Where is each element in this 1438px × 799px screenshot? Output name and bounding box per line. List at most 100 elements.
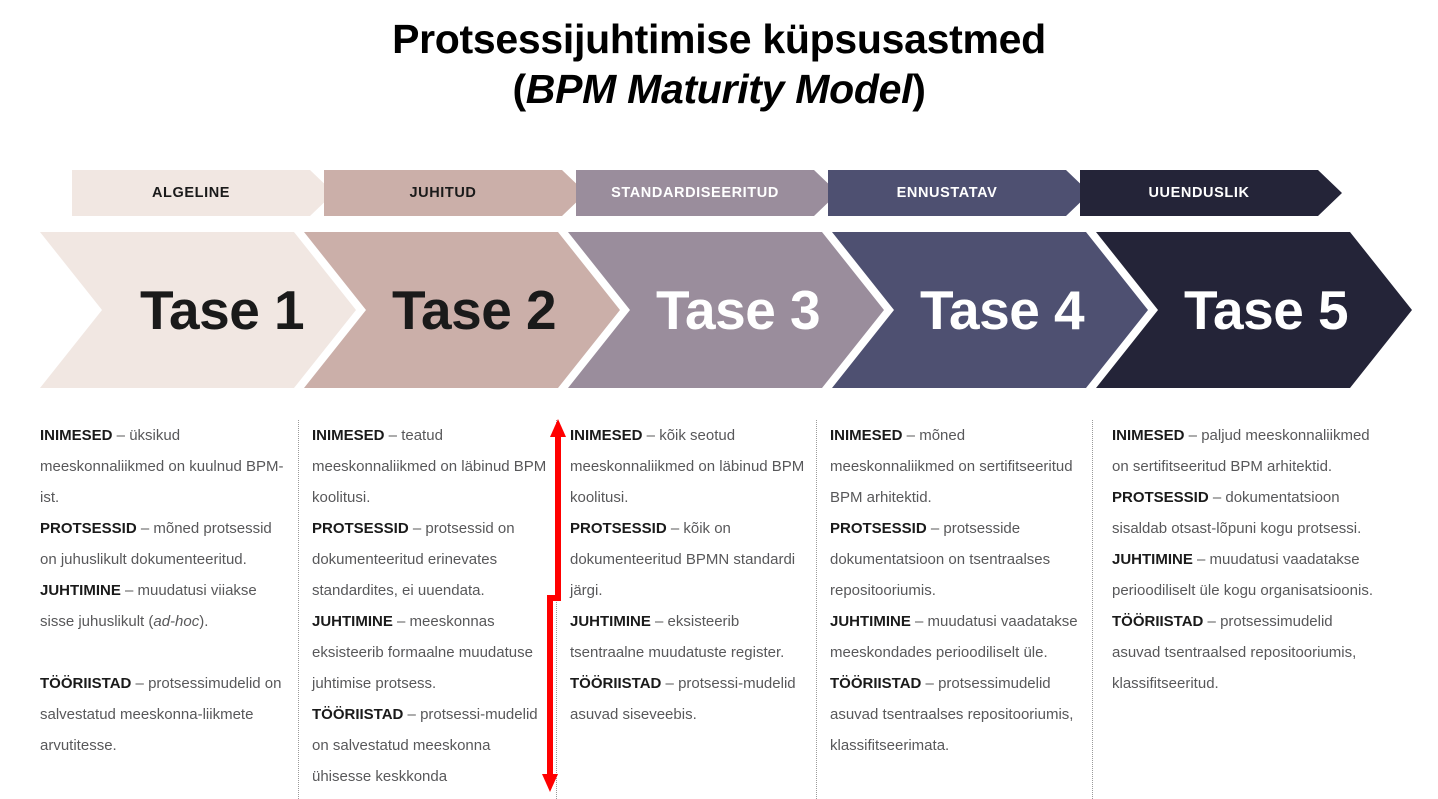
detail-dash: –	[661, 675, 679, 692]
detail-entry: INIMESED – üksikud meeskonnaliikmed on k…	[40, 420, 292, 513]
detail-term: INIMESED	[570, 427, 643, 444]
stage-detail-column-4: INIMESED – mõned meeskonnaliikmed on ser…	[830, 420, 1088, 761]
title-line-2: (BPM Maturity Model)	[0, 64, 1438, 114]
detail-text: protsesside dokumentatsioon on tsentraal…	[830, 520, 1051, 599]
detail-dash: –	[120, 582, 138, 599]
detail-term: PROTSESSID	[570, 520, 667, 537]
detail-dash: –	[384, 427, 402, 444]
detail-dash: –	[131, 675, 149, 692]
detail-dash: –	[112, 427, 130, 444]
detail-entry: PROTSESSID – mõned protsessid on juhusli…	[40, 513, 292, 575]
detail-term: JUHTIMINE	[312, 613, 393, 630]
stage-detail-column-3: INIMESED – kõik seotud meeskonnaliikmed …	[570, 420, 810, 730]
detail-dash: –	[408, 520, 426, 537]
maturity-level-label: Tase 1	[140, 278, 305, 341]
detail-term: TÖÖRIISTAD	[1112, 613, 1204, 630]
detail-text: kõik seotud meeskonnaliikmed on läbinud …	[570, 427, 805, 506]
stage-banner-label: ALGELINE	[151, 185, 231, 201]
detail-text: kõik on dokumenteeritud BPMN standardi j…	[570, 520, 796, 599]
detail-entry: INIMESED – teatud meeskonnaliikmed on lä…	[312, 420, 552, 513]
detail-term: PROTSESSID	[1112, 489, 1209, 506]
detail-dash: –	[136, 520, 154, 537]
column-divider-1	[298, 420, 299, 799]
detail-entry: JUHTIMINE – meeskonnas eksisteerib forma…	[312, 606, 552, 699]
detail-entry: PROTSESSID – protsessid on dokumenteerit…	[312, 513, 552, 606]
column-divider-3	[816, 420, 817, 799]
maturity-level-chevron-5[interactable]: Tase 5	[1096, 232, 1412, 388]
detail-term: TÖÖRIISTAD	[40, 675, 132, 692]
detail-entry: JUHTIMINE – muudatusi viiakse sisse juhu…	[40, 575, 292, 637]
stage-banner-label: STANDARDISEERITUD	[611, 185, 779, 201]
detail-text: üksikud meeskonnaliikmed on kuulnud BPM-…	[40, 427, 284, 506]
detail-text: protsessimudelid on salvestatud meeskonn…	[40, 675, 282, 754]
detail-dash: –	[642, 427, 660, 444]
detail-entry: JUHTIMINE – eksisteerib tsentraalne muud…	[570, 606, 810, 668]
maturity-level-label: Tase 3	[656, 278, 821, 341]
maturity-level-label: Tase 2	[392, 278, 557, 341]
detail-term: JUHTIMINE	[570, 613, 651, 630]
detail-dash: –	[1203, 613, 1221, 630]
stage-detail-column-1: INIMESED – üksikud meeskonnaliikmed on k…	[40, 420, 292, 761]
detail-text: dokumentatsioon sisaldab otsast-lõpuni k…	[1112, 489, 1362, 537]
column-divider-2	[556, 420, 557, 799]
detail-text: protsessi-mudelid asuvad siseveebis.	[570, 675, 796, 723]
detail-entry: JUHTIMINE – muudatusi vaadatakse meeskon…	[830, 606, 1088, 668]
detail-dash: –	[1184, 427, 1202, 444]
detail-term: TÖÖRIISTAD	[830, 675, 922, 692]
stage-detail-column-2: INIMESED – teatud meeskonnaliikmed on lä…	[312, 420, 552, 792]
detail-emphasis: ad-hoc	[153, 613, 200, 630]
detail-text: protsessi-mudelid on salvestatud meeskon…	[312, 706, 538, 785]
detail-dash: –	[392, 613, 410, 630]
detail-term: PROTSESSID	[40, 520, 137, 537]
detail-text: paljud meeskonnaliikmed on sertifitseeri…	[1112, 427, 1370, 475]
detail-dash: –	[666, 520, 684, 537]
detail-text: mõned protsessid on juhuslikult dokument…	[40, 520, 272, 568]
detail-dash: –	[926, 520, 944, 537]
stage-banner-1[interactable]: ALGELINE	[72, 170, 334, 216]
stage-banner-5[interactable]: UUENDUSLIK	[1080, 170, 1342, 216]
detail-entry: INIMESED – kõik seotud meeskonnaliikmed …	[570, 420, 810, 513]
column-divider-4	[1092, 420, 1093, 799]
detail-dash: –	[902, 427, 920, 444]
title-line-1: Protsessijuhtimise küpsusastmed	[392, 16, 1046, 62]
detail-term: TÖÖRIISTAD	[570, 675, 662, 692]
detail-term: JUHTIMINE	[40, 582, 121, 599]
detail-dash: –	[921, 675, 939, 692]
detail-entry: PROTSESSID – kõik on dokumenteeritud BPM…	[570, 513, 810, 606]
stage-banner-label: ENNUSTATAV	[896, 185, 998, 201]
detail-dash: –	[1208, 489, 1226, 506]
stage-banner-row: ALGELINE JUHITUD STANDARDISEERITUD ENNUSTAT…	[72, 170, 1332, 216]
detail-text: muudatusi vaadatakse meeskondades perioo…	[830, 613, 1078, 661]
detail-text-after: ).	[199, 613, 209, 630]
title-emphasis: BPM Maturity Model	[525, 66, 913, 112]
title-paren-close: )	[912, 66, 926, 112]
stage-banner-4[interactable]: ENNUSTATAV	[828, 170, 1090, 216]
detail-term: JUHTIMINE	[1112, 551, 1193, 568]
detail-text: mõned meeskonnaliikmed on sertifitseerit…	[830, 427, 1073, 506]
maturity-level-label: Tase 5	[1184, 278, 1349, 341]
detail-text: meeskonnas eksisteerib formaalne muudatu…	[312, 613, 533, 692]
maturity-level-chevron-1[interactable]: Tase 1	[40, 232, 356, 388]
detail-dash: –	[910, 613, 928, 630]
detail-entry: TÖÖRIISTAD – protsessimudelid asuvad tse…	[1112, 606, 1380, 699]
detail-entry: TÖÖRIISTAD – protsessi-mudelid asuvad si…	[570, 668, 810, 730]
detail-text: muudatusi viiakse sisse juhuslikult (	[40, 582, 257, 630]
stage-banner-label: UUENDUSLIK	[1148, 185, 1250, 201]
detail-term: INIMESED	[1112, 427, 1185, 444]
detail-term: INIMESED	[312, 427, 385, 444]
detail-term: INIMESED	[40, 427, 113, 444]
stage-banner-2[interactable]: JUHITUD	[324, 170, 586, 216]
detail-text: muudatusi vaadatakse perioodiliselt üle …	[1112, 551, 1373, 599]
stage-banner-label: JUHITUD	[409, 185, 477, 201]
detail-entry: INIMESED – paljud meeskonnaliikmed on se…	[1112, 420, 1380, 482]
stage-banner-3[interactable]: STANDARDISEERITUD	[576, 170, 838, 216]
detail-entry: INIMESED – mõned meeskonnaliikmed on ser…	[830, 420, 1088, 513]
detail-entry: TÖÖRIISTAD – protsessi-mudelid on salves…	[312, 699, 552, 792]
detail-term: JUHTIMINE	[830, 613, 911, 630]
detail-entry: TÖÖRIISTAD – protsessimudelid asuvad tse…	[830, 668, 1088, 761]
detail-dash: –	[403, 706, 421, 723]
detail-term: TÖÖRIISTAD	[312, 706, 404, 723]
detail-text: protsessimudelid asuvad tsentraalsed rep…	[1112, 613, 1357, 692]
spacer	[40, 637, 292, 668]
